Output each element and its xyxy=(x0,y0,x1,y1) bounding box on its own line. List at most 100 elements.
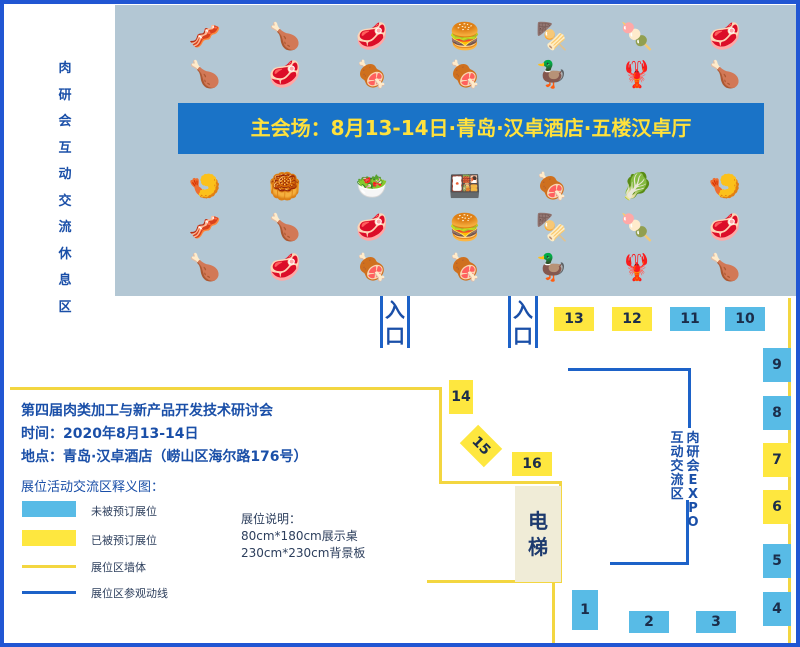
booth-number: 7 xyxy=(772,452,782,468)
expo-line-1: 肉研会EXPO xyxy=(686,431,700,530)
booth-number: 8 xyxy=(772,405,782,421)
booth-number: 2 xyxy=(644,614,654,630)
food-icon: 🍖 xyxy=(355,60,389,90)
route-right-lower xyxy=(686,500,689,565)
rest-area-char: 动 xyxy=(58,167,72,182)
booth-desc-title: 展位说明： xyxy=(241,512,302,526)
food-icon: 🦞 xyxy=(620,253,654,283)
booth-7[interactable]: 7 xyxy=(763,443,791,477)
rest-area-char: 休 xyxy=(58,246,72,262)
legend-booked-label: 已被预订展位 xyxy=(91,534,157,547)
booth-10[interactable]: 10 xyxy=(725,307,765,331)
booth-number: 9 xyxy=(772,357,782,373)
food-icon: 🍔 xyxy=(448,22,482,52)
food-icon: 🍗 xyxy=(188,60,222,90)
lower-wall xyxy=(552,582,555,644)
legend-open-swatch xyxy=(22,501,76,517)
entrance-label: 入口 xyxy=(511,298,535,348)
booth-number: 5 xyxy=(772,553,782,569)
booth-desc-line1: 80cm*180cm展示桌 xyxy=(241,529,358,543)
booth-12[interactable]: 12 xyxy=(612,307,652,331)
entrance-char: 口 xyxy=(513,324,533,348)
legend-open-label: 未被预订展位 xyxy=(91,505,157,518)
elevator-wall-top xyxy=(439,481,561,484)
booth-5[interactable]: 5 xyxy=(763,544,791,578)
booth-number: 14 xyxy=(451,389,471,405)
route-bottom xyxy=(610,562,689,565)
legend-route-label: 展位区参观动线 xyxy=(91,587,168,600)
booth-desc-line2: 230cm*230cm背景板 xyxy=(241,546,366,560)
food-icon: 🍖 xyxy=(535,172,569,202)
food-icon: 🍗 xyxy=(268,213,302,243)
food-icon: 🍗 xyxy=(708,60,742,90)
legend-route-swatch xyxy=(22,591,76,594)
entrance-label: 入口 xyxy=(383,298,407,348)
rest-area-char: 研 xyxy=(58,87,72,103)
legend-wall-label: 展位区墙体 xyxy=(91,561,146,574)
booth-number: 16 xyxy=(522,456,542,472)
food-icon: 🥩 xyxy=(355,213,389,243)
food-icon: 🍡 xyxy=(620,213,654,243)
legend-title: 展位活动交流区释义图： xyxy=(21,480,165,495)
booth-11[interactable]: 11 xyxy=(670,307,710,331)
food-icon: 🍗 xyxy=(268,22,302,52)
info-area-wall-right xyxy=(439,387,442,484)
food-icon: 🍤 xyxy=(708,172,742,202)
route-right-upper xyxy=(688,368,691,428)
booth-8[interactable]: 8 xyxy=(763,396,791,430)
booth-1[interactable]: 1 xyxy=(572,590,598,630)
food-icon: 🥩 xyxy=(355,22,389,52)
rest-area-char: 互 xyxy=(58,140,72,156)
rest-area-char: 区 xyxy=(58,299,72,315)
food-icon: 🥩 xyxy=(708,22,742,52)
rest-area-label: 肉研会互动交流休息区 xyxy=(55,56,75,321)
food-icon: 🥓 xyxy=(188,22,222,52)
booth-number: 4 xyxy=(772,601,782,617)
food-icon: 🥮 xyxy=(268,172,302,202)
food-icon: 🍖 xyxy=(448,253,482,283)
food-icon: 🥩 xyxy=(708,213,742,243)
rest-area-char: 交 xyxy=(58,193,72,209)
food-icon: 🥓 xyxy=(188,213,222,243)
food-icon: 🍤 xyxy=(188,172,222,202)
route-top xyxy=(568,368,691,371)
rest-area-char: 息 xyxy=(58,273,72,288)
booth-4[interactable]: 4 xyxy=(763,592,791,626)
rest-area-char: 会 xyxy=(58,114,72,129)
booth-13[interactable]: 13 xyxy=(554,307,594,331)
booth-number: 13 xyxy=(564,311,584,327)
rest-area-char: 肉 xyxy=(58,61,72,76)
entrance-char: 入 xyxy=(513,298,533,322)
food-icon: 🥗 xyxy=(355,172,389,202)
food-icon: 🍱 xyxy=(448,172,482,202)
expo-line-2: 互动交流区 xyxy=(670,431,684,502)
food-icon: 🥬 xyxy=(620,172,654,202)
booth-15[interactable]: 15 xyxy=(459,424,503,468)
booth-9[interactable]: 9 xyxy=(763,348,791,382)
food-icon: 🍡 xyxy=(620,22,654,52)
entrance-char: 口 xyxy=(385,324,405,348)
main-hall-banner: 主会场：8月13-14日·青岛·汉卓酒店·五楼汉卓厅 xyxy=(178,103,764,154)
booth-number: 10 xyxy=(735,311,755,327)
food-icon: 🍗 xyxy=(708,253,742,283)
booth-3[interactable]: 3 xyxy=(696,611,736,633)
booth-number: 6 xyxy=(772,499,782,515)
booth-number: 12 xyxy=(622,311,642,327)
booth-6[interactable]: 6 xyxy=(763,490,791,524)
rest-area-char: 流 xyxy=(58,220,72,235)
booth-16[interactable]: 16 xyxy=(512,452,552,476)
food-icon: 🦆 xyxy=(535,253,569,283)
entrance-left[interactable]: 入口 xyxy=(380,296,410,348)
elevator: 电 梯 xyxy=(515,486,561,582)
booth-2[interactable]: 2 xyxy=(629,611,669,633)
entrance-char: 入 xyxy=(385,298,405,322)
booth-number: 3 xyxy=(711,614,721,630)
booth-number: 15 xyxy=(468,433,494,459)
entrance-right[interactable]: 入口 xyxy=(508,296,538,348)
event-place: 地点：青岛·汉卓酒店（崂山区海尔路176号） xyxy=(21,449,308,465)
legend-wall-swatch xyxy=(22,565,76,568)
event-title: 第四届肉类加工与新产品开发技术研讨会 xyxy=(21,403,273,419)
booth-14[interactable]: 14 xyxy=(449,380,473,414)
food-icon: 🍢 xyxy=(535,213,569,243)
